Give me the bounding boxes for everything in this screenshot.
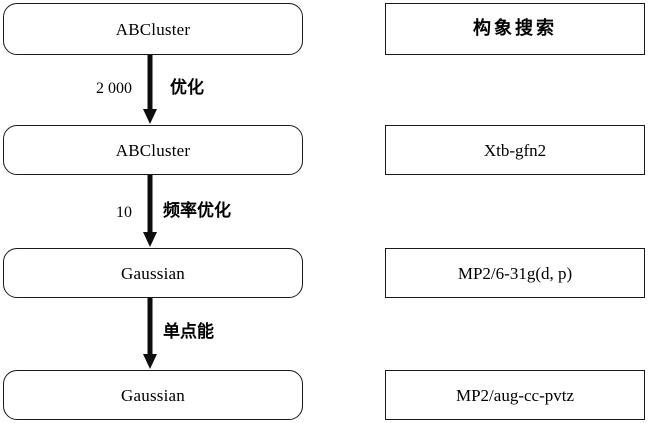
arrow-note-1: 优化 xyxy=(170,78,204,98)
process-box-1: ABCluster xyxy=(3,3,303,55)
method-label-1: 构象搜索 xyxy=(473,18,557,39)
method-box-1: 构象搜索 xyxy=(385,3,645,55)
arrow-note-2: 频率优化 xyxy=(163,201,231,221)
method-box-3: MP2/6-31g(d, p) xyxy=(385,248,645,298)
method-label-3: MP2/6-31g(d, p) xyxy=(457,263,573,283)
method-label-4: MP2/aug-cc-pvtz xyxy=(455,385,575,405)
arrow-count-1: 2 000 xyxy=(96,80,132,97)
process-label-4: Gaussian xyxy=(121,385,185,405)
process-box-2: ABCluster xyxy=(3,125,303,175)
method-label-2: Xtb-gfn2 xyxy=(483,140,547,160)
process-label-2: ABCluster xyxy=(115,140,191,160)
arrow-note-3: 单点能 xyxy=(163,322,214,342)
process-label-3: Gaussian xyxy=(121,263,185,283)
arrow-down-icon-1 xyxy=(142,55,158,125)
process-box-3: Gaussian xyxy=(3,248,303,298)
arrow-down-icon-2 xyxy=(142,175,158,248)
arrow-down-icon-3 xyxy=(142,298,158,370)
method-box-4: MP2/aug-cc-pvtz xyxy=(385,370,645,420)
process-box-4: Gaussian xyxy=(3,370,303,420)
method-box-2: Xtb-gfn2 xyxy=(385,125,645,175)
arrow-count-2: 10 xyxy=(116,204,132,221)
process-label-1: ABCluster xyxy=(115,19,191,39)
